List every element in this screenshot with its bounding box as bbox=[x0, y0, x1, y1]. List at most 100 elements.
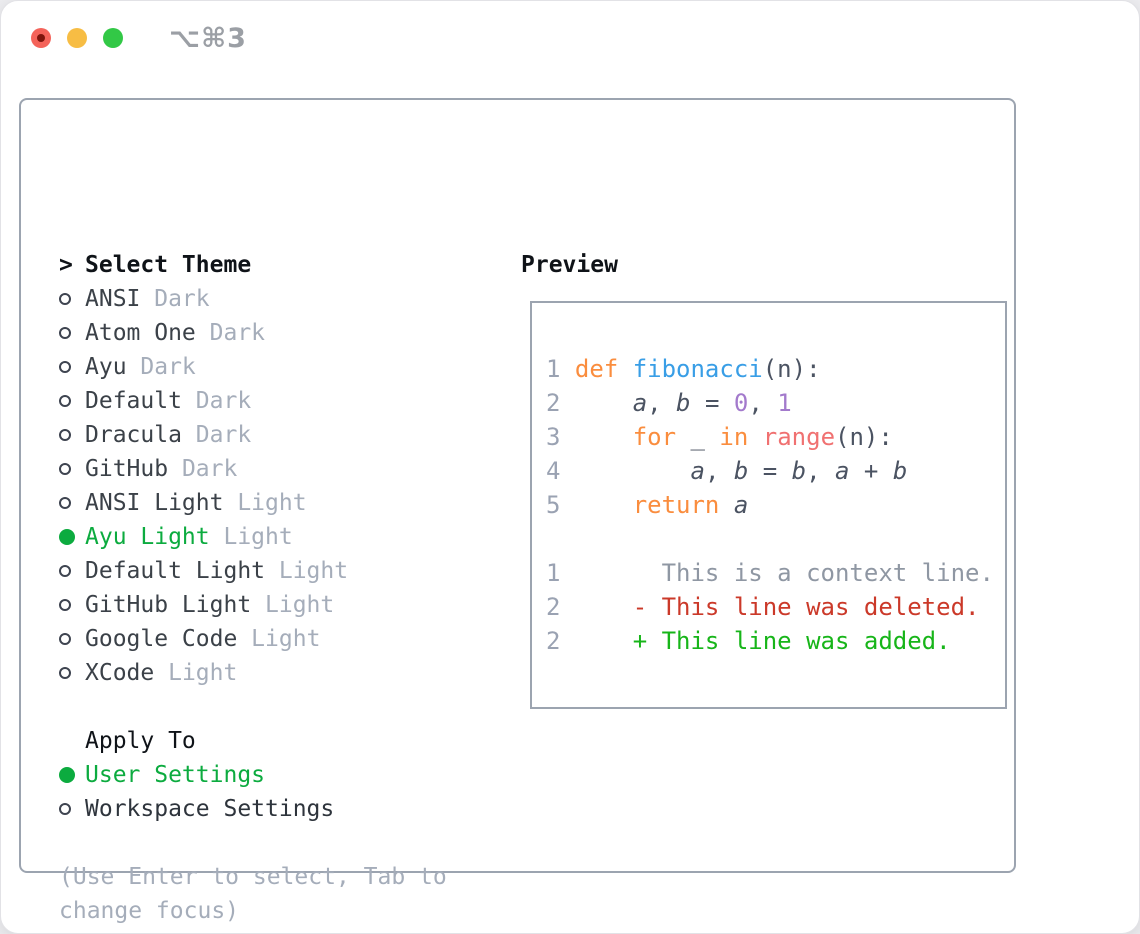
theme-option-dracula[interactable]: Dracula Dark bbox=[59, 418, 479, 452]
radio-unselected-icon bbox=[59, 565, 85, 577]
cursor-arrow-icon: > bbox=[59, 252, 73, 278]
title-bar: ⌥⌘3 bbox=[1, 1, 1139, 75]
theme-variant-badge: Light bbox=[223, 490, 307, 516]
theme-name: GitHub bbox=[85, 456, 169, 482]
code-token-ctx: This is a context line. bbox=[574, 559, 994, 587]
apply-option-label: Workspace Settings bbox=[85, 796, 335, 822]
theme-name: Atom One bbox=[85, 320, 196, 346]
code-line: 2 - This line was deleted. bbox=[546, 590, 994, 624]
theme-option-atom-one[interactable]: Atom One Dark bbox=[59, 316, 479, 350]
code-token-fn: fibonacci bbox=[632, 355, 763, 383]
apply-to-header-row: Apply To bbox=[59, 724, 479, 758]
radio-selected-icon bbox=[59, 529, 85, 545]
radio-unselected-icon bbox=[59, 497, 85, 509]
theme-variant-badge: Dark bbox=[168, 456, 238, 482]
code-line: 3 for _ in range(n): bbox=[546, 420, 994, 454]
theme-option-google-code[interactable]: Google Code Light bbox=[59, 622, 479, 656]
theme-option-ayu-light[interactable]: Ayu Light Light bbox=[59, 520, 479, 554]
code-token-var: a bbox=[690, 457, 705, 485]
theme-variant-badge: Light bbox=[154, 660, 238, 686]
theme-option-xcode[interactable]: XCode Light bbox=[59, 656, 479, 690]
radio-unselected-icon bbox=[59, 293, 85, 305]
code-token-pl bbox=[575, 457, 691, 485]
code-token-pl: _ bbox=[676, 423, 720, 451]
code-line: 1 This is a context line. bbox=[546, 556, 994, 590]
theme-variant-badge: Dark bbox=[181, 422, 252, 448]
radio-unselected-icon bbox=[59, 803, 85, 815]
theme-name: Default bbox=[85, 388, 182, 414]
apply-option-user-settings[interactable]: User Settings bbox=[59, 758, 479, 792]
window-title: ⌥⌘3 bbox=[169, 23, 247, 54]
focus-cursor: > bbox=[59, 252, 85, 278]
code-line bbox=[546, 522, 994, 556]
code-token-var: a bbox=[632, 389, 648, 417]
radio-unselected-icon bbox=[59, 395, 85, 407]
theme-name: Default Light bbox=[85, 558, 266, 584]
radio-unselected-icon bbox=[59, 633, 85, 645]
code-token-pl bbox=[748, 423, 762, 451]
code-token-pl bbox=[575, 423, 633, 451]
theme-name: Dracula bbox=[85, 422, 182, 448]
hollow-circle-icon bbox=[59, 803, 71, 815]
code-token-var: a bbox=[835, 457, 850, 485]
radio-unselected-icon bbox=[59, 429, 85, 441]
code-token-pl: , bbox=[748, 389, 778, 417]
theme-option-ansi[interactable]: ANSI Dark bbox=[59, 282, 479, 316]
close-button[interactable] bbox=[31, 28, 51, 48]
hollow-circle-icon bbox=[59, 565, 71, 577]
code-token-pl bbox=[575, 627, 633, 655]
code-token-kw: in bbox=[719, 423, 749, 451]
code-token-var: b bbox=[676, 389, 691, 417]
code-token-pl: , bbox=[806, 457, 836, 485]
theme-variant-badge: Dark bbox=[140, 286, 210, 312]
apply-option-workspace-settings[interactable]: Workspace Settings bbox=[59, 792, 479, 826]
apply-option-label: User Settings bbox=[85, 762, 266, 788]
theme-variant-badge: Dark bbox=[126, 354, 196, 380]
hollow-circle-icon bbox=[59, 327, 71, 339]
radio-selected-icon bbox=[59, 767, 85, 783]
code-token-var: b bbox=[733, 457, 749, 485]
code-token-pl: = bbox=[748, 457, 792, 485]
theme-name: GitHub Light bbox=[85, 592, 252, 618]
preview-header: Preview bbox=[521, 252, 618, 278]
theme-name: Ayu Light bbox=[85, 524, 210, 550]
theme-variant-badge: Light bbox=[251, 592, 335, 618]
code-token-pl: (n): bbox=[835, 423, 893, 451]
theme-option-github-light[interactable]: GitHub Light Light bbox=[59, 588, 479, 622]
zoom-button[interactable] bbox=[103, 28, 123, 48]
theme-option-default-light[interactable]: Default Light Light bbox=[59, 554, 479, 588]
code-token-num: 0 bbox=[733, 389, 749, 417]
close-button-dot bbox=[37, 34, 45, 42]
code-token-kw: def bbox=[574, 355, 633, 383]
radio-unselected-icon bbox=[59, 327, 85, 339]
theme-name: XCode bbox=[85, 660, 155, 686]
line-number: 5 bbox=[546, 491, 561, 519]
code-line: 4 a, b = b, a + b bbox=[546, 454, 994, 488]
theme-option-ansi-light[interactable]: ANSI Light Light bbox=[59, 486, 479, 520]
theme-option-default[interactable]: Default Dark bbox=[59, 384, 479, 418]
code-token-var: b bbox=[791, 457, 807, 485]
theme-variant-badge: Light bbox=[237, 626, 321, 652]
code-token-pl: + bbox=[849, 457, 893, 485]
hollow-circle-icon bbox=[59, 633, 71, 645]
hollow-circle-icon bbox=[59, 667, 71, 679]
theme-option-github[interactable]: GitHub Dark bbox=[59, 452, 479, 486]
theme-variant-badge: Dark bbox=[181, 388, 252, 414]
select-theme-header-row: > Select Theme bbox=[59, 248, 479, 282]
hollow-circle-icon bbox=[59, 497, 71, 509]
theme-variant-badge: Light bbox=[209, 524, 293, 550]
code-token-pl: = bbox=[690, 389, 734, 417]
code-token-pl bbox=[719, 491, 733, 519]
line-number: 4 bbox=[546, 457, 561, 485]
theme-option-ayu[interactable]: Ayu Dark bbox=[59, 350, 479, 384]
hollow-circle-icon bbox=[59, 395, 71, 407]
minimize-button[interactable] bbox=[67, 28, 87, 48]
theme-name: ANSI bbox=[85, 286, 141, 312]
